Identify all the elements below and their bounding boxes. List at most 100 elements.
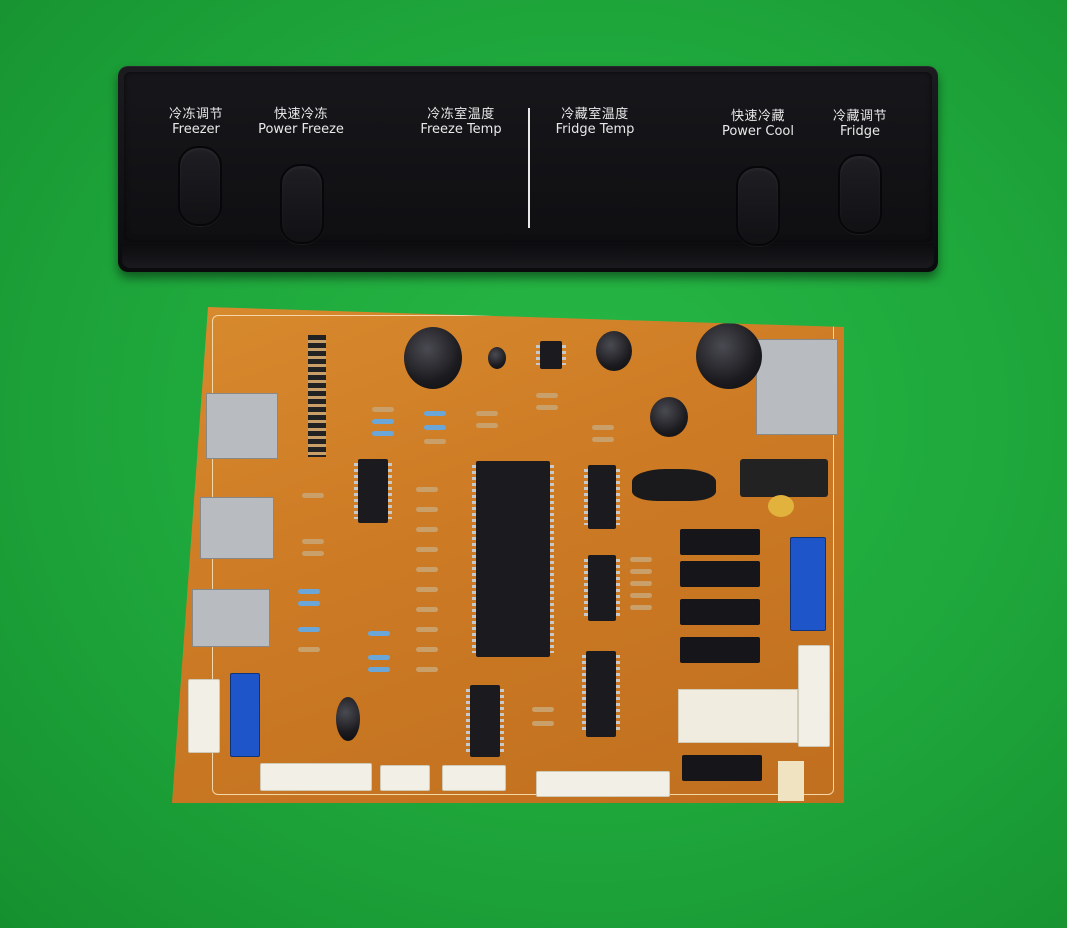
resistor [416, 647, 438, 652]
freeze-temp-label-en: Freeze Temp [420, 121, 502, 137]
capacitor-3 [650, 397, 688, 437]
board-sticker [778, 761, 804, 801]
resistor [368, 631, 390, 636]
resistor [592, 425, 614, 430]
resistor [372, 407, 394, 412]
fridge-temp-label: 冷藏室温度 Fridge Temp [540, 107, 650, 138]
resistor [424, 425, 446, 430]
resistor [536, 393, 558, 398]
fridge-temp-label-cn: 冷藏室温度 [561, 107, 629, 122]
ferrite-coil [632, 469, 716, 501]
power-freeze-label-en: Power Freeze [258, 121, 344, 137]
fridge-button[interactable] [838, 154, 882, 234]
fridge-label-cn: 冷藏调节 [832, 109, 887, 124]
circuit-board [172, 307, 844, 803]
resistor [532, 707, 554, 712]
yellow-capacitor [768, 495, 794, 517]
capacitor-5 [336, 697, 360, 741]
blue-connector-right [790, 537, 826, 631]
resistor [630, 593, 652, 598]
pin-header [308, 335, 326, 457]
panel-divider-line [528, 108, 530, 228]
freezer-button[interactable] [178, 146, 222, 226]
relay-3 [680, 599, 760, 625]
power-freeze-label-cn: 快速冷冻 [273, 107, 328, 122]
relay-2 [680, 561, 760, 587]
ic-chip-2 [584, 465, 620, 529]
fridge-label-en: Fridge [840, 123, 880, 139]
heatsink-4 [756, 339, 838, 435]
power-cool-label: 快速冷藏 Power Cool [708, 109, 808, 140]
heatsink-3 [192, 589, 270, 647]
relay-4 [680, 637, 760, 663]
resistor [372, 431, 394, 436]
resistor [630, 605, 652, 610]
resistor [416, 487, 438, 492]
control-panel-lip [122, 244, 934, 268]
resistor [476, 423, 498, 428]
resistor [416, 667, 438, 672]
relay-5 [682, 755, 762, 781]
ic-chip-4 [582, 651, 620, 737]
power-cool-label-cn: 快速冷藏 [730, 109, 785, 124]
resistor [298, 647, 320, 652]
resistor [368, 655, 390, 660]
resistor [416, 627, 438, 632]
resistor [592, 437, 614, 442]
blue-connector-left [230, 673, 260, 757]
resistor [630, 581, 652, 586]
resistor [416, 587, 438, 592]
relay-1 [680, 529, 760, 555]
ic-chip-3 [584, 555, 620, 621]
resistor [298, 627, 320, 632]
ic-chip-6 [536, 341, 566, 369]
resistor [298, 589, 320, 594]
ic-chip-5 [466, 685, 504, 757]
power-relay [678, 689, 798, 743]
resistor [476, 411, 498, 416]
resistor [630, 569, 652, 574]
freeze-temp-label: 冷冻室温度 Freeze Temp [406, 107, 516, 138]
ic-chip-1 [354, 459, 392, 523]
resistor [424, 411, 446, 416]
resistor [302, 539, 324, 544]
power-cool-button[interactable] [736, 166, 780, 246]
resistor [416, 507, 438, 512]
capacitor-small [488, 347, 506, 369]
heatsink-2 [200, 497, 274, 559]
capacitor-4 [696, 323, 762, 389]
white-connector-left [188, 679, 220, 753]
freeze-temp-label-cn: 冷冻室温度 [427, 107, 495, 122]
capacitor-large [404, 327, 462, 389]
resistor [630, 557, 652, 562]
fuse-holder [740, 459, 828, 497]
resistor [298, 601, 320, 606]
white-connector-bottom-1 [260, 763, 372, 791]
resistor [536, 405, 558, 410]
resistor [416, 607, 438, 612]
microcontroller-chip [472, 461, 554, 657]
white-connector-right [798, 645, 830, 747]
white-connector-bottom-2 [380, 765, 430, 791]
heatsink-1 [206, 393, 278, 459]
power-freeze-label: 快速冷冻 Power Freeze [246, 107, 356, 138]
resistor [416, 567, 438, 572]
fridge-label: 冷藏调节 Fridge [820, 109, 900, 140]
freezer-label-en: Freezer [172, 121, 220, 137]
resistor [368, 667, 390, 672]
freezer-label-cn: 冷冻调节 [168, 107, 223, 122]
resistor [532, 721, 554, 726]
resistor [424, 439, 446, 444]
resistor [302, 493, 324, 498]
capacitor-2 [596, 331, 632, 371]
power-freeze-button[interactable] [280, 164, 324, 244]
resistor [372, 419, 394, 424]
white-connector-bottom-3 [442, 765, 506, 791]
resistor [416, 547, 438, 552]
white-connector-bottom-4 [536, 771, 670, 797]
resistor [416, 527, 438, 532]
resistor [302, 551, 324, 556]
freezer-label: 冷冻调节 Freezer [156, 107, 236, 138]
power-cool-label-en: Power Cool [721, 123, 795, 139]
